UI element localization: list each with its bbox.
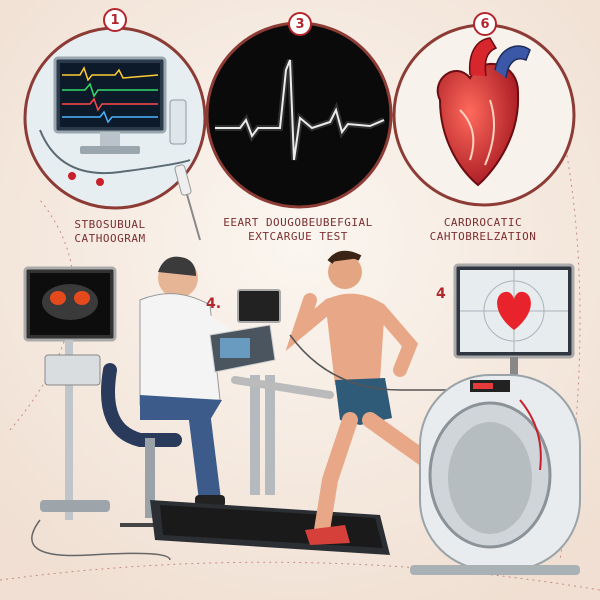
- panel-1-badge: 1: [103, 8, 127, 32]
- ultrasound-monitor-illustration: [23, 266, 171, 561]
- panel-1-caption: STBOSUBUAL CATHOOGRAM: [10, 218, 210, 246]
- doctor-step-label: 4.: [206, 296, 222, 312]
- panel-3-ecg-illustration: [205, 21, 393, 209]
- monitor-step-label: 4: [436, 286, 446, 302]
- panel-3-badge: 3: [288, 12, 312, 36]
- panel-3-caption: EEART DOUGOBEUBEFGIAL EXTCARGUE TEST: [198, 216, 398, 244]
- scanner-ring-illustration: [410, 374, 581, 575]
- panel-6-badge: 6: [473, 12, 497, 36]
- panel-6-caption-line2: CAHTOBRELZATION: [429, 230, 537, 243]
- panel-6-caption-line1: CARDROCATIC: [443, 216, 523, 229]
- heart-monitor-illustration: [453, 263, 575, 377]
- treadmill-console-illustration: [209, 289, 281, 495]
- panel-6-heart-illustration: [392, 23, 576, 207]
- panel-3-caption-line2: EXTCARGUE TEST: [248, 230, 348, 243]
- panel-1-monitor-illustration: [23, 26, 207, 241]
- doctor-illustration: [101, 256, 247, 527]
- panel-3-caption-line1: EEART DOUGOBEUBEFGIAL: [223, 216, 373, 229]
- panel-6-caption: CARDROCATIC CAHTOBRELZATION: [383, 216, 583, 244]
- panel-1-caption-line2: CATHOOGRAM: [74, 232, 146, 245]
- panel-1-caption-line1: STBOSUBUAL: [74, 218, 146, 231]
